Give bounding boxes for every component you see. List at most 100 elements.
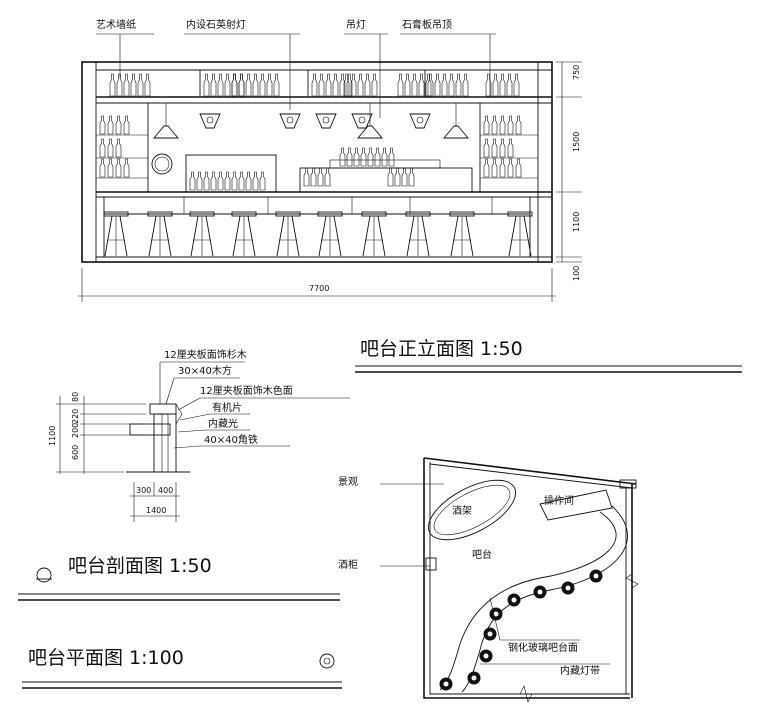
elevation-title: 吧台正立面图 1:50 (360, 338, 523, 360)
bottle (311, 73, 318, 97)
section-title: 吧台剖面图 1:50 (68, 555, 212, 577)
bottle (123, 115, 130, 135)
dim-300: 300 (136, 486, 151, 495)
bottle (455, 73, 462, 97)
bottle (217, 171, 224, 191)
bar-counter-outer (439, 511, 617, 691)
bottle (115, 138, 122, 158)
bar-stool-leg (377, 215, 386, 257)
bottle (109, 73, 116, 97)
bottle (144, 73, 151, 97)
bottle (231, 171, 238, 191)
bar-stool-leg (421, 215, 430, 257)
bottle (346, 147, 353, 167)
bottle (397, 73, 404, 97)
dim-750: 750 (572, 65, 581, 80)
bottle (515, 115, 522, 135)
bottle (499, 115, 506, 135)
bar-stool-group (103, 211, 533, 257)
bottle (203, 73, 210, 97)
bottle (107, 115, 114, 135)
bottle (381, 147, 388, 167)
bottle (483, 138, 490, 158)
bottle (491, 115, 498, 135)
bottle (245, 171, 252, 191)
bar-stool-leg (119, 215, 128, 257)
bottle (116, 73, 123, 97)
plan-stool-group (439, 569, 603, 691)
label-plywood-fir: 12厘夹板面饰杉木 (164, 348, 247, 361)
label-art-wallpaper: 艺术墙纸 (96, 18, 136, 31)
bottle (434, 73, 441, 97)
label-gypsum-ceiling: 石膏板吊顶 (402, 18, 452, 31)
bottle (353, 147, 360, 167)
dim-1400: 1400 (146, 506, 166, 515)
label-hidden-light-strip: 内藏灯带 (560, 664, 600, 677)
bottle (99, 138, 106, 158)
bottle (343, 73, 350, 97)
spot-lamp (409, 113, 431, 129)
bottle (499, 138, 506, 158)
bar-front-elevation: 艺术墙纸 内设石英射灯 吊灯 石膏板吊顶 750 1500 1100 100 7… (78, 18, 742, 373)
bottle (367, 147, 374, 167)
label-bar: 吧台 (472, 548, 492, 561)
bar-plan-drawing: 景观 酒柜 酒架 操作间 吧台 钢化玻璃吧台面 内藏灯带 吧台平面图 1:100 (22, 457, 639, 703)
bar-stool-leg (247, 215, 256, 257)
bottle (259, 171, 266, 191)
bottle (189, 171, 196, 191)
label-plywood-color: 12厘夹板面饰木色面 (200, 384, 293, 397)
plan-stool-center (483, 653, 489, 659)
label-wine-cabinet: 酒柜 (338, 558, 358, 571)
bottle (394, 167, 401, 187)
bottle (99, 115, 106, 135)
bottle (210, 171, 217, 191)
plan-stool-center (565, 585, 571, 591)
bottle (324, 167, 331, 187)
bottle (203, 171, 210, 191)
bar-stool-leg (163, 215, 172, 257)
bar-stool-leg (523, 215, 532, 257)
bottle (491, 158, 498, 178)
bottle (107, 158, 114, 178)
bottle (507, 158, 514, 178)
bottle-group (99, 73, 522, 191)
dim-220: 220 (71, 409, 80, 424)
section-symbol (36, 567, 52, 583)
bar-stool-leg (362, 215, 371, 257)
bottle (318, 73, 325, 97)
bottle (357, 73, 364, 97)
bottle (252, 73, 259, 97)
bottle (427, 73, 434, 97)
pendant-lamp (443, 125, 469, 139)
bar-stool-leg (232, 215, 241, 257)
spot-bulb (286, 116, 294, 124)
bottle (360, 147, 367, 167)
dim-100: 100 (572, 266, 581, 281)
label-built-in-spotlight: 内设石英射灯 (186, 18, 246, 31)
bottle (339, 147, 346, 167)
plan-title: 吧台平面图 1:100 (28, 647, 184, 669)
bottle (506, 73, 513, 97)
bar-section-drawing: 12厘夹板面饰杉木 30×40木方 12厘夹板面饰木色面 有机片 内藏光 40×… (18, 348, 350, 601)
bottle (411, 73, 418, 97)
bar-stool-leg (190, 215, 199, 257)
landscape-ellipse (427, 479, 517, 541)
bottle (441, 73, 448, 97)
bottle (350, 73, 357, 97)
bar-stool-leg (450, 215, 459, 257)
north-symbol (319, 653, 335, 669)
bottle (310, 167, 317, 187)
label-tempered-glass-top: 钢化玻璃吧台面 (508, 641, 578, 654)
bottle (99, 158, 106, 178)
bottle (374, 147, 381, 167)
bottle (238, 73, 245, 97)
bottle (224, 73, 231, 97)
bottle (238, 73, 245, 97)
bottle (388, 147, 395, 167)
bottle (492, 73, 499, 97)
operation-room (539, 489, 613, 521)
bottle (252, 171, 259, 191)
plan-stool-center (537, 589, 543, 595)
bottle (425, 73, 432, 97)
